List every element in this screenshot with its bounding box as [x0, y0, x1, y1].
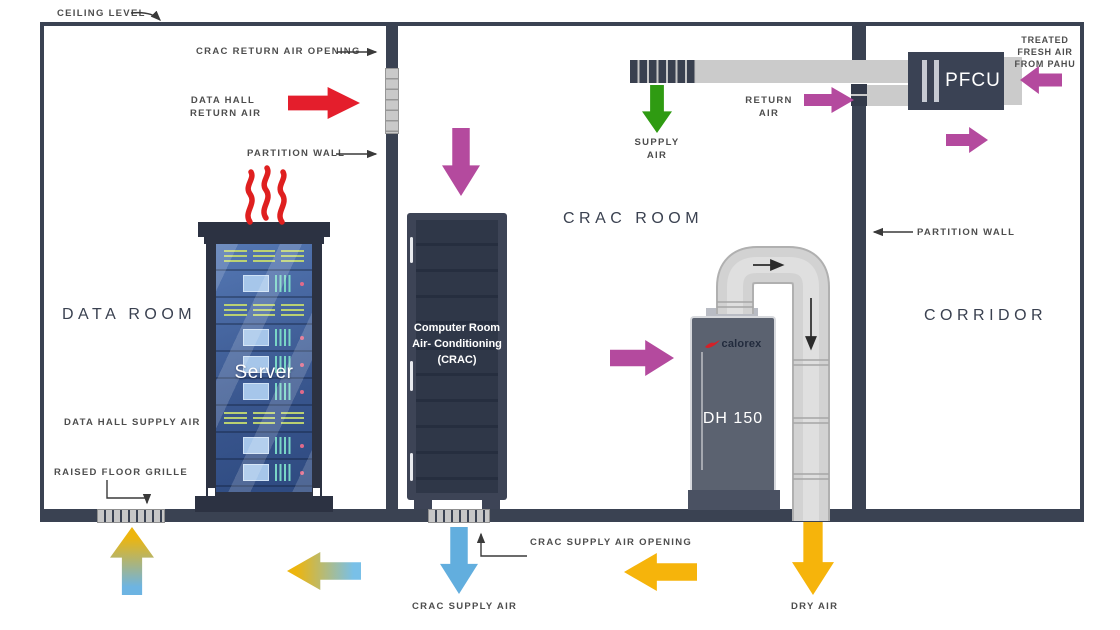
- server-unit-row: [216, 298, 312, 325]
- supply-duct-diffuser: [630, 60, 696, 83]
- supply-duct: [630, 60, 910, 83]
- return-air-arrow: [804, 87, 854, 113]
- server-unit-row: [216, 325, 312, 352]
- label-supply-air: SUPPLY AIR: [634, 137, 680, 161]
- crac-name: Computer Room Air- Conditioning (CRAC): [412, 322, 502, 366]
- server-unit-row: [216, 271, 312, 298]
- corridor-flow-arrow: [946, 127, 988, 153]
- pfcu-unit: PFCU: [908, 52, 1004, 110]
- crac-supply-air-opening-grille: [428, 509, 490, 523]
- data-hall-return-air-arrow: [288, 87, 360, 119]
- raised-floor-grille-pointer: [106, 480, 152, 505]
- return-air-damper: [851, 84, 867, 106]
- label-corridor: CORRIDOR: [924, 307, 1048, 324]
- rack-pedestal: [195, 496, 333, 512]
- ceiling-line: [40, 22, 1084, 26]
- dry-air-arrow: [792, 522, 834, 595]
- partition-wall-data-crac: [386, 26, 398, 509]
- label-data-hall-return-air: DATA HALL RETURN AIR: [190, 95, 262, 119]
- server-unit-row: [216, 433, 312, 460]
- server-unit-row: [216, 460, 312, 487]
- calorex-brand: calorex: [721, 338, 762, 350]
- calorex-swoosh-icon: [704, 339, 720, 348]
- calorex-logo: calorex: [692, 338, 774, 350]
- label-return-air: RETURN AIR: [745, 95, 793, 119]
- partition-wall-crac-corridor-bottom: [852, 106, 866, 509]
- server-unit-row: [216, 406, 312, 433]
- label-crac-return-air-opening: CRAC RETURN AIR OPENING: [196, 46, 361, 57]
- label-crac-supply-air-opening: CRAC SUPPLY AIR OPENING: [530, 537, 693, 548]
- server-unit-row: [216, 244, 312, 271]
- server-unit-row: [216, 379, 312, 406]
- pfcu-label: PFCU: [945, 70, 1001, 91]
- crac-foot: [414, 500, 432, 509]
- rack-glass-door: Server: [216, 244, 312, 492]
- label-data-room: DATA ROOM: [62, 306, 197, 323]
- crac-unit: Computer Room Air- Conditioning (CRAC): [407, 213, 507, 513]
- label-data-hall-supply-air: DATA HALL SUPPLY AIR: [64, 417, 201, 428]
- crac-hinge: [410, 237, 413, 263]
- label-crac-room: CRAC ROOM: [563, 210, 704, 227]
- label-raised-floor-grille: RAISED FLOOR GRILLE: [54, 467, 188, 478]
- label-partition-wall-left: PARTITION WALL: [247, 148, 346, 159]
- label-dry-air: DRY AIR: [791, 601, 839, 612]
- dh150-inlet-arrow: [610, 340, 674, 376]
- dh150-pedestal: [688, 490, 780, 510]
- crac-return-air-opening-grille: [385, 68, 399, 134]
- pfcu-fresh-air-duct-stub: [1004, 57, 1022, 105]
- server-label: Server: [234, 362, 294, 383]
- dh150-model: DH 150: [702, 410, 764, 427]
- crac-room-down-arrow: [442, 128, 480, 196]
- right-border-wall: [1080, 22, 1084, 522]
- server-rack: Server: [195, 222, 333, 512]
- underfloor-left-arrow: [287, 552, 361, 590]
- dh150-dehumidifier: calorex DH 150: [688, 306, 780, 512]
- crac-supply-opening-pointer: [476, 532, 527, 557]
- left-border-wall: [40, 22, 44, 522]
- label-treated-fresh-air: TREATED FRESH AIR FROM PAHU: [1014, 35, 1076, 70]
- crac-hinge: [410, 453, 413, 481]
- rack-top-cap: [198, 222, 330, 237]
- label-partition-wall-right: PARTITION WALL: [917, 227, 1016, 238]
- pfcu-grille-bar: [922, 60, 927, 102]
- crac-hinge: [410, 361, 413, 391]
- raised-floor-grille: [97, 509, 165, 523]
- label-ceiling-level: CEILING LEVEL: [57, 8, 146, 19]
- label-crac-supply-air: CRAC SUPPLY AIR: [412, 601, 518, 612]
- crac-supply-air-arrow: [440, 527, 478, 594]
- crac-foot: [482, 500, 500, 509]
- pfcu-grille-bar: [934, 60, 939, 102]
- crac-front-slats: [416, 220, 498, 493]
- dh150-highlight: [701, 352, 703, 470]
- supply-air-arrow: [642, 85, 672, 133]
- underfloor-up-arrow: [110, 527, 154, 595]
- server-unit-row: [216, 352, 312, 379]
- heat-waves-icon: [245, 165, 287, 225]
- rack-notch: [313, 488, 320, 496]
- underfloor-dry-air-arrow: [624, 553, 697, 591]
- partition-wall-crac-corridor-top: [852, 26, 866, 60]
- dh150-body: calorex DH 150: [692, 318, 774, 494]
- rack-notch: [208, 488, 215, 496]
